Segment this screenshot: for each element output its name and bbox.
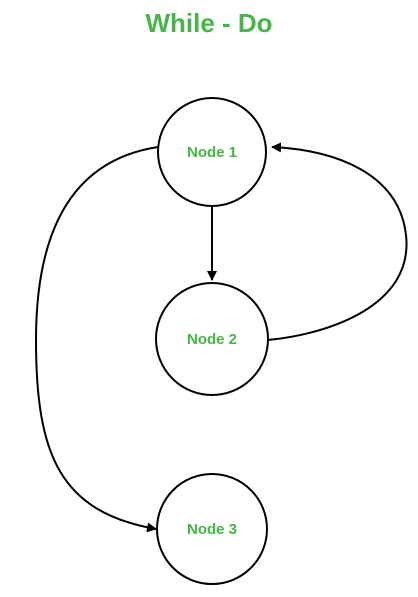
edge-node1-to-node3 xyxy=(34,146,159,533)
diagram-title: While - Do xyxy=(145,8,273,38)
node-1-label: Node 1 xyxy=(187,144,237,161)
node-1: Node 1 xyxy=(157,97,267,207)
node-3: Node 3 xyxy=(156,473,268,585)
node-2: Node 2 xyxy=(155,282,269,396)
node-2-label: Node 2 xyxy=(187,331,237,348)
node-3-label: Node 3 xyxy=(187,521,237,538)
edge-node2-to-node1 xyxy=(267,142,408,341)
